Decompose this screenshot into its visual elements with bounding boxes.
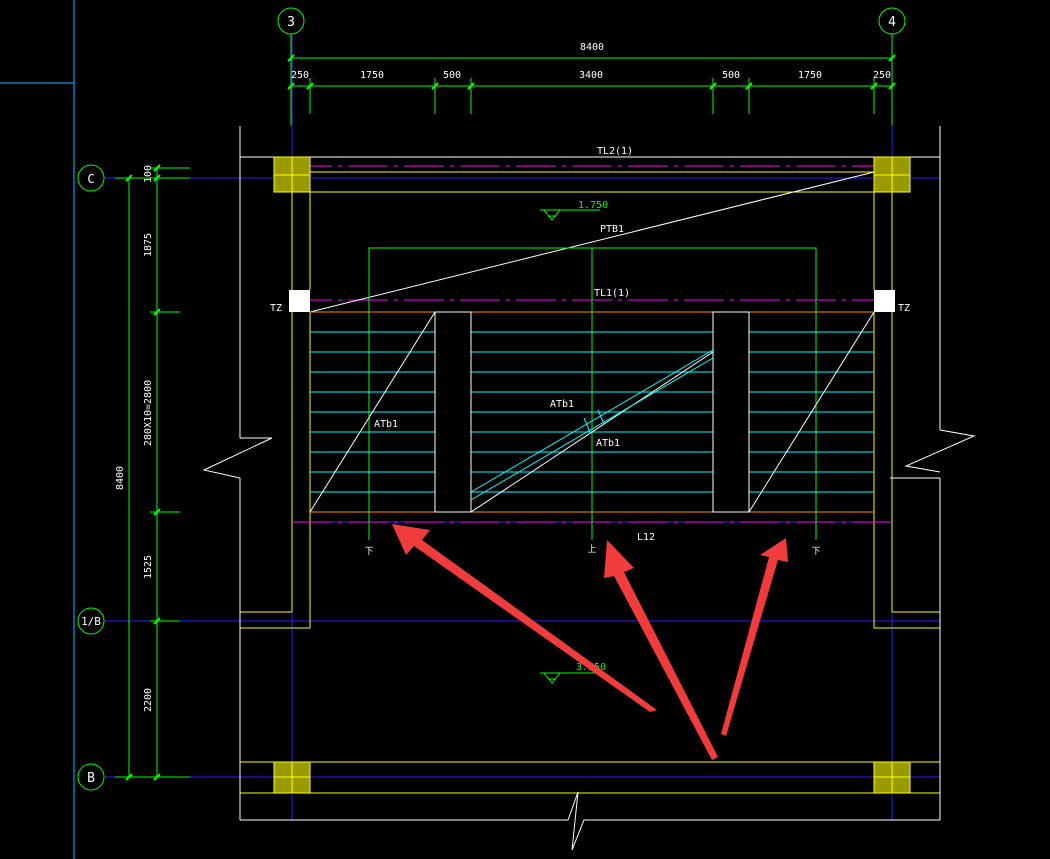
dim-top-5: 500 <box>722 70 740 81</box>
column-crosses <box>274 157 910 793</box>
grid-label-4: 4 <box>888 15 896 30</box>
grid-bubble-1b[interactable]: 1/B <box>77 607 105 635</box>
stair-wells <box>434 311 750 513</box>
grid-label-b: B <box>87 771 95 786</box>
annotation-arrows <box>392 524 788 760</box>
dim-left-total: 8400 <box>115 466 126 490</box>
dim-top-2: 1750 <box>360 70 384 81</box>
dim-top-total: 8400 <box>580 42 604 53</box>
dim-left-4: 1525 <box>143 555 154 579</box>
dim-top-7: 250 <box>873 70 891 81</box>
dim-left-5: 2200 <box>143 688 154 712</box>
elevation-marker-upper <box>540 209 600 221</box>
tz-label-right: TZ <box>898 303 910 314</box>
center-run-arrow <box>470 349 714 501</box>
dim-left-2: 1875 <box>143 233 154 257</box>
direction-mark-center: 上 <box>587 544 596 555</box>
outer-outline <box>202 126 976 851</box>
top-dimension-lines <box>290 34 893 125</box>
grid-bubble-4[interactable]: 4 <box>878 7 906 35</box>
grid-label-1b: 1/B <box>81 615 101 628</box>
direction-mark-right: 下 <box>811 547 820 557</box>
run-label-center: ATb1 <box>550 399 574 410</box>
beam-label-tl1: TL1(1) <box>594 288 630 299</box>
grid-label-3: 3 <box>287 15 295 30</box>
annotation-arrow-left <box>392 524 657 712</box>
left-dimension-ticks <box>125 164 161 781</box>
landing-outline <box>309 171 875 313</box>
stair-treads <box>310 331 874 513</box>
beam-label-tl2: TL2(1) <box>597 146 633 157</box>
grid-bubble-3[interactable]: 3 <box>277 7 305 35</box>
left-dimension-lines <box>115 167 190 778</box>
viewport-border <box>0 0 75 859</box>
grid-bubble-b[interactable]: B <box>77 763 105 791</box>
axis-lines <box>105 35 940 820</box>
run-label-left: ATb1 <box>374 419 398 430</box>
grid-bubble-c[interactable]: C <box>77 164 105 192</box>
run-diagonals <box>309 311 875 513</box>
dim-top-3: 500 <box>443 70 461 81</box>
top-dimension-labels: 8400 250 1750 500 3400 500 1750 250 <box>291 42 891 81</box>
grid-label-c: C <box>87 172 94 186</box>
elevation-marker-lower <box>540 672 600 684</box>
walls <box>240 171 940 794</box>
left-dimension-labels: 8400 100 1875 280X10=2800 1525 2200 <box>115 165 154 712</box>
dim-left-1: 100 <box>143 165 154 183</box>
dim-top-1: 250 <box>291 70 309 81</box>
dim-top-6: 1750 <box>798 70 822 81</box>
top-dimension-ticks <box>287 54 896 90</box>
annotation-arrow-right <box>721 538 788 736</box>
direction-mark-left: 下 <box>364 547 373 557</box>
slab-label-ptb1: PTB1 <box>600 224 624 235</box>
slab-frame <box>368 247 817 540</box>
annotation-arrow-center <box>604 540 718 760</box>
tz-columns <box>289 290 895 312</box>
beam-label-l12: L12 <box>637 532 655 543</box>
dim-left-3: 280X10=2800 <box>143 380 154 446</box>
dim-top-4: 3400 <box>579 70 603 81</box>
run-label-center-2: ATb1 <box>596 438 620 449</box>
elevation-upper: 1.750 <box>578 200 608 211</box>
tz-label-left: TZ <box>270 303 282 314</box>
